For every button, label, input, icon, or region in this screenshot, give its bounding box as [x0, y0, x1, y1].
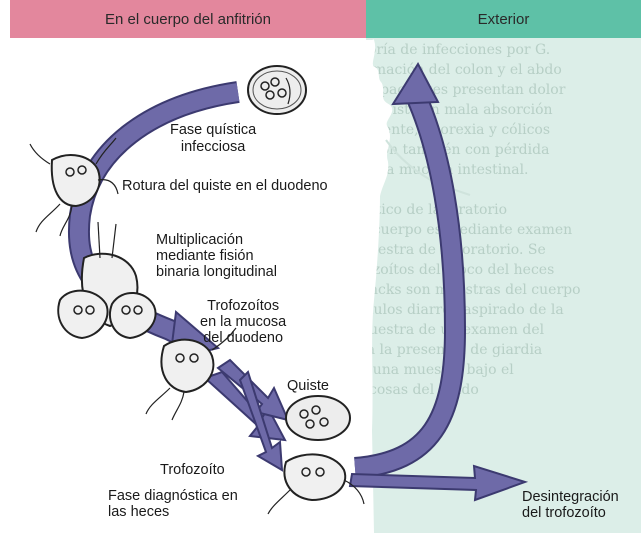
label-trophozoites-mucosa: Trofozoítos en la mucosa del duodeno: [200, 298, 286, 346]
label-diagnostic-phase: Fase diagnóstica en las heces: [108, 488, 238, 520]
label-infective-cyst: Fase quística infecciosa: [170, 122, 256, 156]
label-cyst-rupture: Rotura del quiste en el duodeno: [122, 178, 328, 195]
header-host-body: En el cuerpo del anfitrión: [10, 0, 366, 38]
return-arrowhead: [393, 64, 438, 104]
label-disintegration: Desintegración del trofozoíto: [522, 489, 619, 521]
header-exterior: Exterior: [366, 0, 641, 38]
label-multiplication: Multiplicación mediante fisión binaria l…: [156, 232, 277, 280]
label-cyst: Quiste: [287, 378, 329, 395]
infective-cyst-icon: [248, 66, 306, 114]
label-trophozoite: Trofozoíto: [160, 462, 225, 479]
cyst-icon: [286, 396, 350, 440]
